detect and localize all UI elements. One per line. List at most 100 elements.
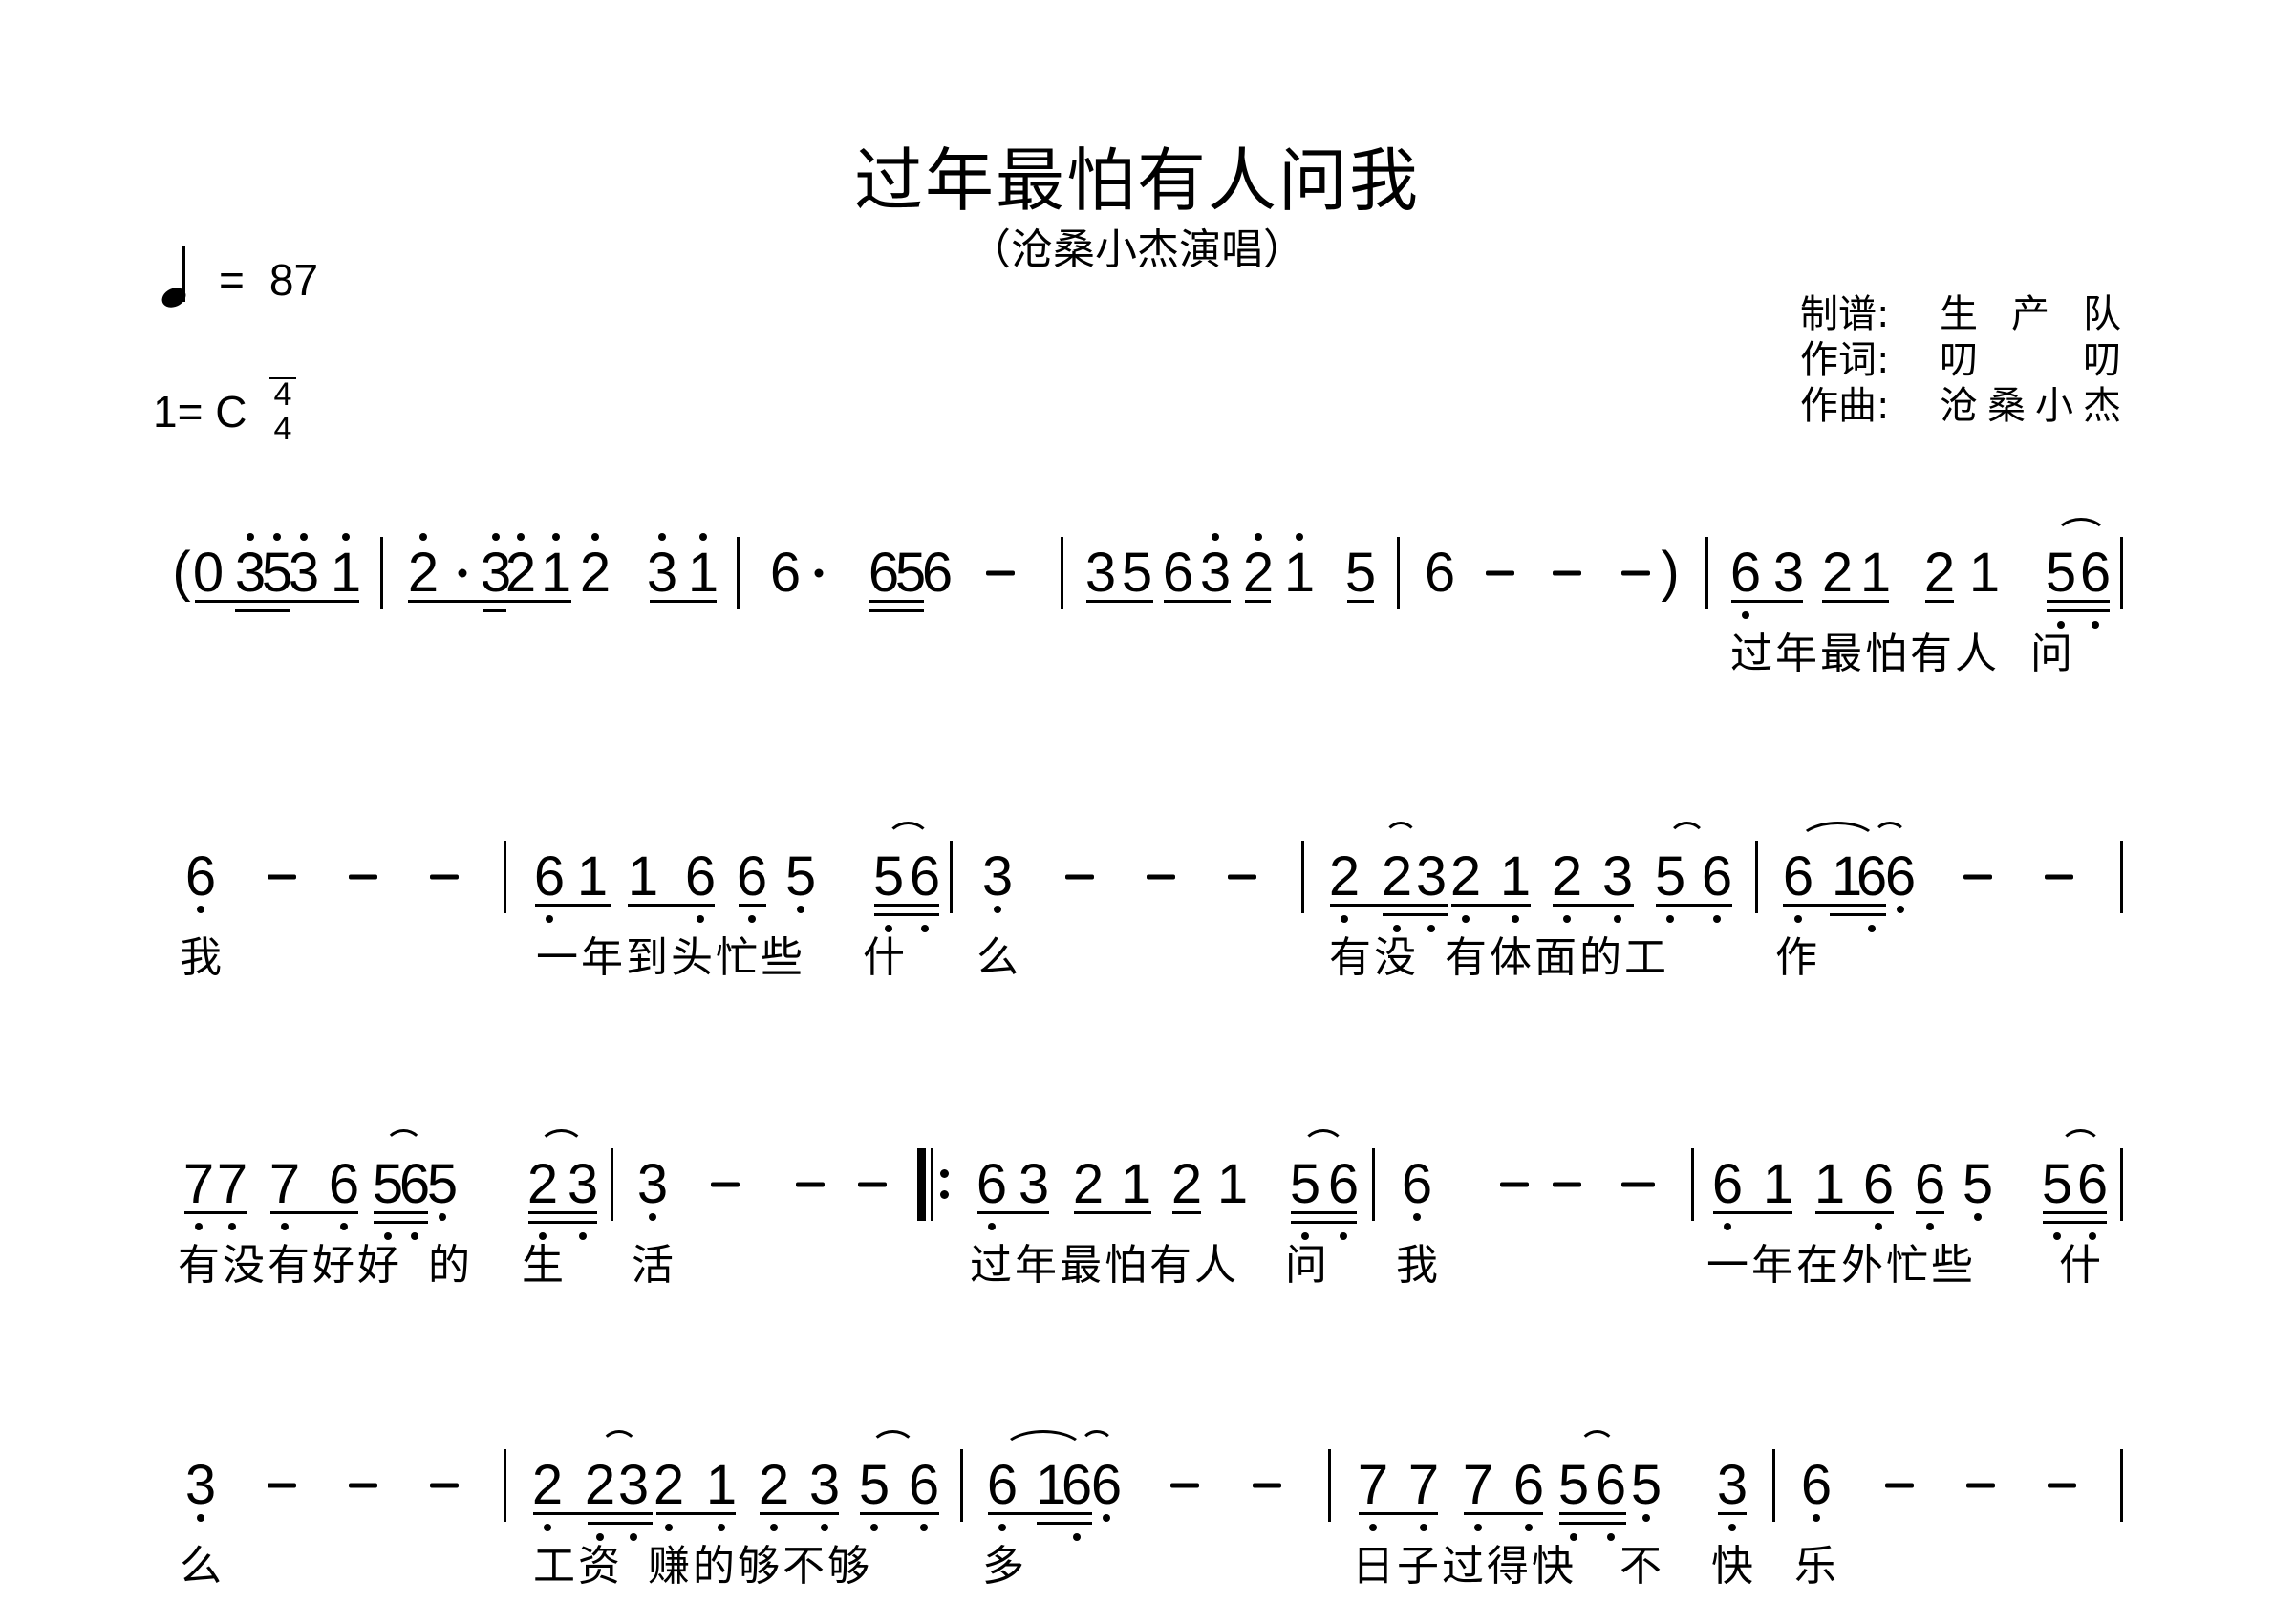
note: 6 [1401, 1153, 1433, 1215]
beam-underline [1291, 1221, 1357, 1224]
low-octave-dot [1563, 915, 1571, 923]
low-octave-dot [1666, 915, 1674, 923]
sustain-dash [1553, 570, 1581, 576]
note: 5 [894, 542, 927, 604]
lyric-char: 有 [1149, 1241, 1191, 1290]
lyric-char: 快 [1532, 1542, 1574, 1591]
beam-underline [1559, 1512, 1626, 1515]
note: 5 [2041, 1153, 2073, 1215]
low-octave-dot [1974, 1213, 1982, 1221]
lyric-char: 忙 [716, 933, 758, 982]
beam-underline [1330, 904, 1448, 907]
barline [2120, 1148, 2123, 1221]
slur-arc [1384, 822, 1418, 840]
lyric-char: 有 [1329, 933, 1371, 982]
slur-arc [2054, 518, 2108, 538]
beam-underline [1074, 1211, 1151, 1214]
low-octave-dot [821, 1524, 828, 1531]
beam-underline [195, 600, 359, 603]
quarter-note-icon [158, 246, 190, 311]
lyric-char: 好 [312, 1241, 354, 1290]
lyric-char: 什 [863, 933, 905, 982]
note: 3 [480, 542, 512, 604]
lyric-char: 什 [2059, 1241, 2101, 1290]
lyric-char: 资 [578, 1542, 620, 1591]
note: 6 [1512, 1454, 1545, 1516]
low-octave-dot [195, 1223, 203, 1230]
barline [1691, 1148, 1694, 1221]
note: 1 [1968, 542, 2001, 604]
low-octave-dot [1607, 1533, 1615, 1541]
low-octave-dot [2089, 1232, 2096, 1240]
barline [960, 1449, 963, 1522]
low-octave-dot [1724, 1223, 1731, 1230]
low-octave-dot [1742, 611, 1749, 619]
beam-underline [1731, 600, 1803, 603]
sustain-dash [2045, 874, 2073, 880]
low-octave-dot [1341, 915, 1348, 923]
note: 1 [1762, 1153, 1794, 1215]
barline [1772, 1449, 1775, 1522]
high-octave-dot [1212, 533, 1219, 541]
bracket: ) [1661, 540, 1680, 603]
note: 6 [533, 845, 566, 908]
credits-block: 制谱: 生 产 队 作词: 叨 叨 作曲: 沧 桑 小 杰 [1800, 291, 2121, 429]
beam-underline [1916, 1211, 1944, 1214]
lyric-char: 作 [1775, 933, 1817, 982]
note: 2 [653, 1454, 685, 1516]
beam-underline [628, 904, 715, 907]
note: 2 [1170, 1153, 1203, 1215]
note: 5 [372, 1153, 404, 1215]
low-octave-dot [1525, 1524, 1533, 1531]
low-octave-dot [1427, 925, 1435, 932]
credit-char: 叨 [2083, 338, 2121, 382]
low-octave-dot [281, 1223, 289, 1230]
low-octave-dot [797, 906, 804, 913]
low-octave-dot [1713, 915, 1721, 923]
lyric-char: 好 [357, 1241, 399, 1290]
barline [380, 537, 383, 609]
beam-underline [1347, 600, 1374, 603]
low-octave-dot [1570, 1533, 1577, 1541]
lyric-char: 不 [1620, 1542, 1662, 1591]
low-octave-dot [1073, 1533, 1081, 1541]
low-octave-dot [579, 1232, 587, 1240]
barline [1372, 1148, 1375, 1221]
beam-underline [1553, 904, 1634, 907]
lyric-char: 人 [1194, 1241, 1236, 1290]
repeat-thin-barline [931, 1148, 933, 1221]
credit-lyrics: 作词: 叨 叨 [1800, 337, 2121, 383]
note: 2 [1821, 542, 1854, 604]
sustain-dash [1553, 1182, 1581, 1187]
note: 6 [909, 845, 941, 908]
sustain-dash [1963, 874, 1992, 880]
beam-underline [1291, 1211, 1357, 1214]
lyric-char: 年 [581, 933, 623, 982]
low-octave-dot [1868, 925, 1876, 932]
note: 2 [584, 1454, 616, 1516]
lyric-char: 的 [693, 1542, 735, 1591]
note: 3 [1199, 542, 1232, 604]
credit-music: 作曲: 沧 桑 小 杰 [1800, 383, 2121, 429]
barline [1397, 537, 1400, 609]
credit-char: 杰 [2083, 384, 2121, 428]
note: 5 [261, 542, 293, 604]
note: 5 [858, 1454, 890, 1516]
note: 6 [986, 1454, 1019, 1516]
beam-underline [977, 1211, 1049, 1214]
sustain-dash [349, 1483, 377, 1488]
beam-underline [869, 609, 924, 612]
note: 3 [234, 542, 267, 604]
beam-underline [374, 1221, 428, 1224]
high-octave-dot [658, 533, 666, 541]
slur-arc [1001, 1430, 1085, 1452]
note: 1 [627, 845, 659, 908]
low-octave-dot [544, 1524, 551, 1531]
sustain-dash [1147, 874, 1175, 880]
tempo-bpm: 87 [268, 255, 319, 305]
low-octave-dot [1813, 1514, 1820, 1522]
lyric-char: 过 [970, 1241, 1012, 1290]
barline [504, 1449, 506, 1522]
beam-underline [235, 609, 290, 612]
lyric-char: 过 [1442, 1542, 1484, 1591]
